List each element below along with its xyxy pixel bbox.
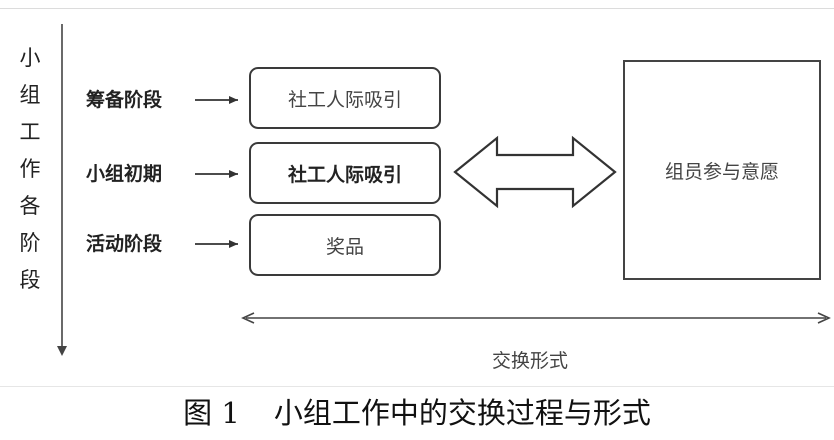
vertical-axis-arrowhead <box>57 346 67 356</box>
exchange-process-diagram: 小 组 工 作 各 阶 段 筹备阶段 小组初期 活动阶段 社工人际吸引 社工人际… <box>0 8 834 387</box>
vertical-axis-label: 小 组 工 作 各 阶 段 <box>12 40 48 299</box>
exchange-double-arrow <box>453 135 617 209</box>
stage-label-activity: 活动阶段 <box>86 233 163 255</box>
vertical-axis-char: 各 <box>19 194 41 218</box>
horizontal-axis-left-arrowhead <box>241 312 255 324</box>
figure-number: 图 1 <box>183 396 240 430</box>
horizontal-axis-label: 交换形式 <box>491 350 568 372</box>
member-participation-box: 组员参与意愿 <box>623 60 821 280</box>
top-border-line <box>0 8 834 9</box>
vertical-axis-char: 工 <box>19 120 41 144</box>
vertical-axis-char: 小 <box>19 46 41 70</box>
social-worker-attraction-box-bold: 社工人际吸引 <box>249 142 441 204</box>
social-worker-attraction-box: 社工人际吸引 <box>249 67 441 129</box>
prize-box: 奖品 <box>249 214 441 276</box>
diagram-connectors <box>57 24 831 356</box>
vertical-axis-char: 组 <box>19 83 41 107</box>
vertical-axis-char: 作 <box>19 157 41 181</box>
vertical-axis-char: 阶 <box>19 231 41 255</box>
stage-label-preparation: 筹备阶段 <box>86 89 163 111</box>
vertical-axis-char: 段 <box>19 268 41 292</box>
figure-title: 小组工作中的交换过程与形式 <box>273 396 651 430</box>
figure-caption: 图 1 小组工作中的交换过程与形式 <box>0 393 834 433</box>
stage-label-initial: 小组初期 <box>86 163 163 185</box>
horizontal-axis-right-arrowhead <box>817 312 831 324</box>
bottom-border-line <box>0 386 834 387</box>
